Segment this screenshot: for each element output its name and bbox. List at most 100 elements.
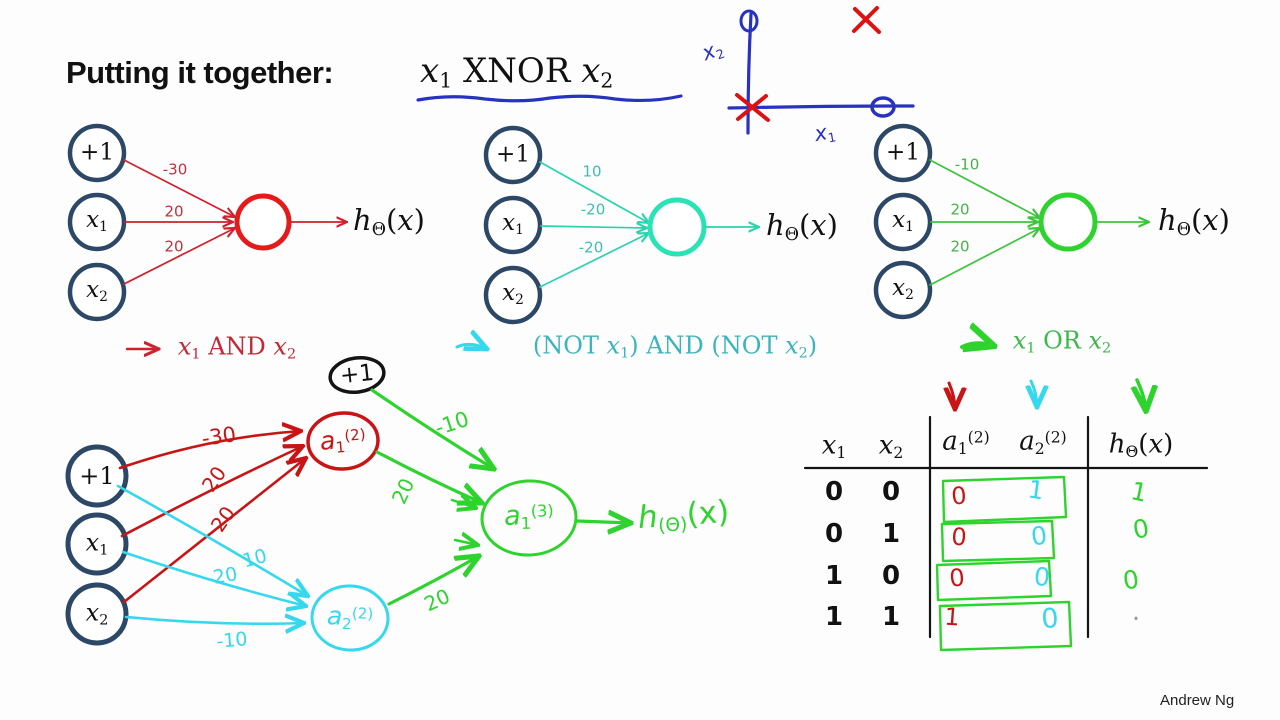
combined-bias-node [65,444,129,508]
or-hypothesis: hΘ(x) [1158,203,1230,240]
combined-green-sketch-stroke-2 [453,540,478,545]
and-network [67,123,347,349]
or-x1-node [873,192,933,252]
plot-x-label: x1 [812,120,838,147]
and-hypothesis: hΘ(x) [353,203,425,240]
table-cell-a1-r3: 0 [948,563,966,593]
negative-marker-top [739,9,759,33]
nor-output-node [647,197,707,257]
combined-output-arrow [575,521,631,523]
nor-weight-x1: -20 [580,200,606,219]
combined-red-edge-x2 [122,458,306,604]
table-cell-a2-r4: 0 [1040,602,1060,636]
nor-x1-label: x1 [502,210,524,239]
combined-x1-node [65,512,129,576]
table-cell-x2-r1: 0 [881,477,901,507]
table-cell-h-r3: 0 [1121,564,1141,596]
table-green-down-arrow [1137,378,1146,411]
table-cyan-down-arrow [1031,379,1037,407]
or-output-node [1038,192,1098,252]
table-green-box-row1 [941,475,1068,524]
and-x2-label: x2 [86,277,108,306]
and-bias-label: +1 [80,139,114,166]
combined-x2-node [65,582,129,646]
or-edge-x2 [929,228,1040,286]
nor-hypothesis: hΘ(x) [766,208,838,245]
combined-bias2-node [328,356,386,394]
or-edge-bias [929,159,1040,218]
table-green-box-row4 [938,600,1073,652]
and-weight-x1: 20 [164,202,184,221]
combined-a2-label: a2(2) [326,601,374,634]
combined-a2-node [310,584,390,652]
and-caption: x1 AND x2 [177,332,297,363]
table-header-a1: a1(2) [942,426,990,458]
table-cell-x2-r4: 1 [881,602,901,632]
nor-edge-x2 [539,233,649,288]
combined-a1-node [306,411,380,471]
xnor-plot [727,6,915,135]
table-cell-a1-r1: 0 [950,481,968,511]
or-bias-label: +1 [886,139,920,166]
table-red-down-arrow [949,381,955,409]
combined-red-edge-x1 [120,446,303,538]
combined-a3-node [480,479,578,557]
table-cell-a2-r2: 0 [1029,520,1049,552]
combined-cyan-weight-x1: -20 [204,562,240,591]
nor-edge-x1 [540,226,647,228]
nor-edge-bias [539,161,649,223]
combined-a1-label: a1(2) [318,425,367,457]
table-header-x2: x2 [878,430,904,462]
and-x1-node [67,192,127,252]
nor-caption-arrow [455,344,487,349]
and-edge-x2 [123,228,235,285]
table-cell-x1-r1: 0 [824,477,844,507]
or-weight-x1: 20 [950,200,970,219]
credit-text: Andrew Ng [1160,692,1235,709]
nor-bias-node [483,125,543,185]
and-x2-node [67,262,127,322]
page-title-math: x1 XNOR x2 [420,51,614,93]
or-bias-node [873,123,933,183]
negative-marker-right [870,96,896,118]
table-cell-x2-r2: 1 [881,519,901,549]
combined-bias2-label: +1 [338,359,376,390]
and-edge-bias [123,159,235,217]
and-bias-node [67,123,127,183]
table-cell-a1-r4: 1 [943,602,961,632]
or-caption-arrow [960,343,994,347]
plot-y-axis [746,12,753,135]
combined-red-edge-bias [118,431,301,470]
table-cell-a1-r2: 0 [950,522,968,552]
table-cell-x1-r3: 1 [824,561,844,591]
table-green-box-row2 [940,519,1056,563]
table-cell-x1-r2: 0 [824,519,844,549]
nor-caption: (NOT x1) AND (NOT x2) [532,331,818,362]
and-weight-x2: 20 [164,237,184,256]
combined-hypothesis: h(Θ)(x) [636,493,731,537]
or-network [873,123,1149,347]
combined-network [65,356,631,652]
positive-marker-origin [735,93,770,122]
or-x1-label: x1 [892,207,914,236]
combined-red-weight-bias: -30 [200,422,238,451]
combined-cyan-edge-x2 [124,617,304,624]
combined-green-edge-bias [370,388,494,469]
combined-x1-label: x1 [85,528,109,559]
nor-bias-label: +1 [496,141,530,168]
nor-network [455,125,759,349]
nor-x2-node [483,265,543,325]
and-output-node [234,193,292,251]
title-underline [416,94,683,103]
combined-cyan-edge-bias [116,484,308,596]
combined-green-sketch-stroke-1 [450,500,476,508]
table-green-box-row3 [935,559,1053,602]
table-cell-a2-r3: 0 [1032,561,1052,593]
nor-x2-label: x2 [502,280,524,309]
positive-marker-topright [852,6,881,34]
combined-cyan-edge-x1 [121,550,306,606]
or-caption: x1 OR x2 [1012,326,1112,357]
nor-weight-bias: 10 [582,162,602,181]
or-weight-x2: 20 [950,237,970,256]
